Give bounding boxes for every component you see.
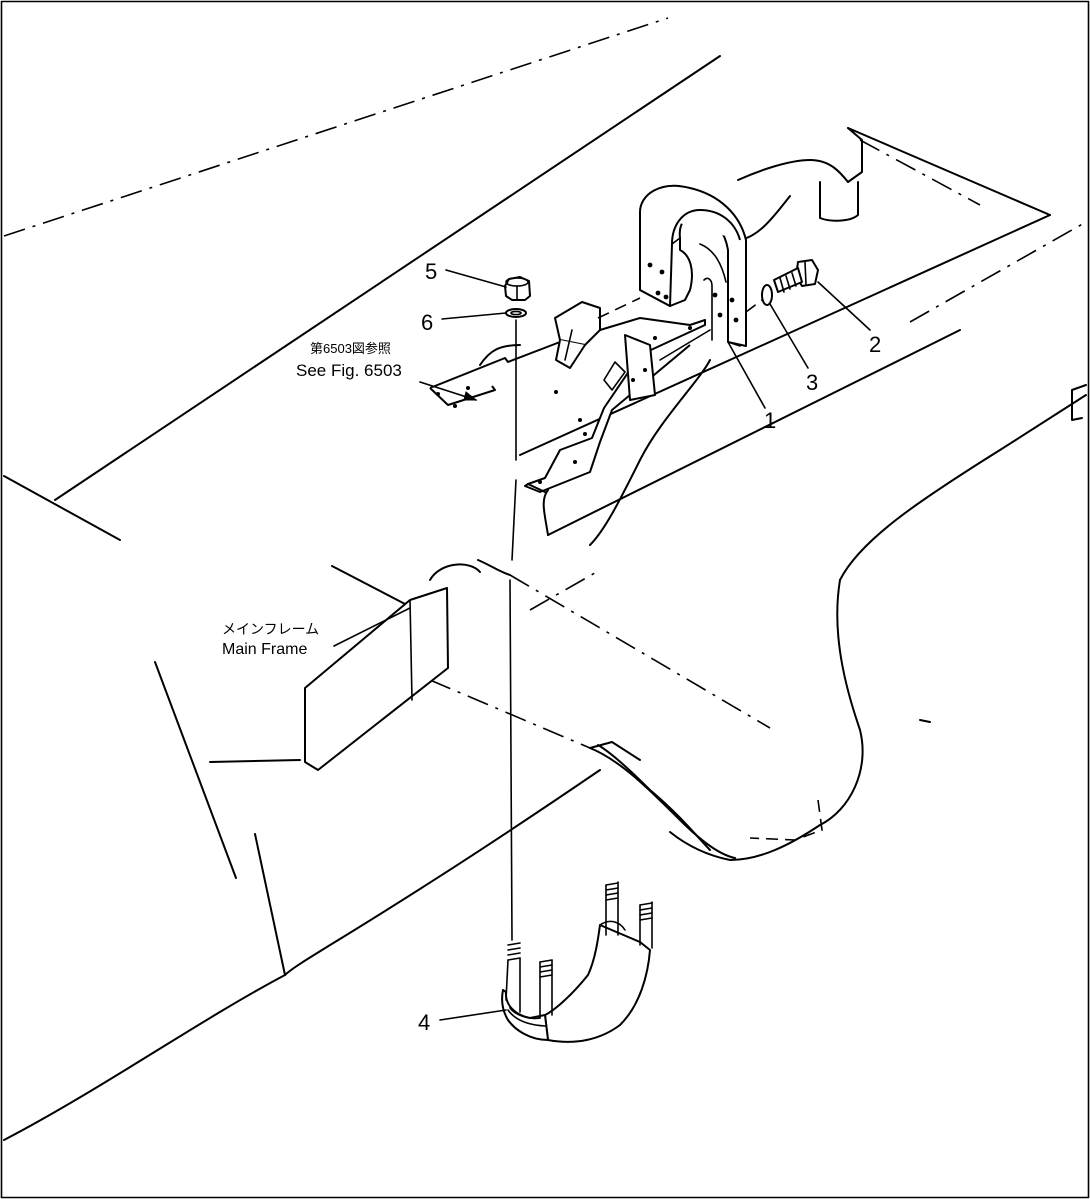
centerline-washer [745, 299, 763, 313]
part-3-washer [761, 284, 773, 306]
main-frame-label-japanese: メインフレーム [222, 621, 319, 637]
part-4-u-bolt-saddle [501, 881, 653, 1043]
callout-5: 5 [425, 259, 437, 284]
callout-1: 1 [764, 408, 776, 433]
ref-label-japanese: 第6503図参照 [310, 341, 391, 356]
callout-4: 4 [418, 1010, 430, 1035]
part-1-saddle-bracket [639, 184, 747, 347]
callout-2: 2 [869, 332, 881, 357]
leader-lines [333, 269, 871, 1021]
main-frame-plate [304, 587, 449, 771]
callout-3: 3 [806, 370, 818, 395]
part-5-nut [504, 276, 531, 301]
centerline-bracket-left [597, 297, 641, 319]
part-6-washer-hole [510, 310, 522, 316]
ref-label-english: See Fig. 6503 [296, 361, 402, 380]
part-2-bolt [773, 259, 819, 293]
centerline-bracket-right [659, 329, 711, 361]
callout-6: 6 [421, 310, 433, 335]
main-frame-label-english: Main Frame [222, 641, 307, 658]
main-frame-plate-edge [409, 599, 413, 701]
part-6-washer [505, 308, 527, 318]
centerline-u-bolt [509, 319, 517, 941]
